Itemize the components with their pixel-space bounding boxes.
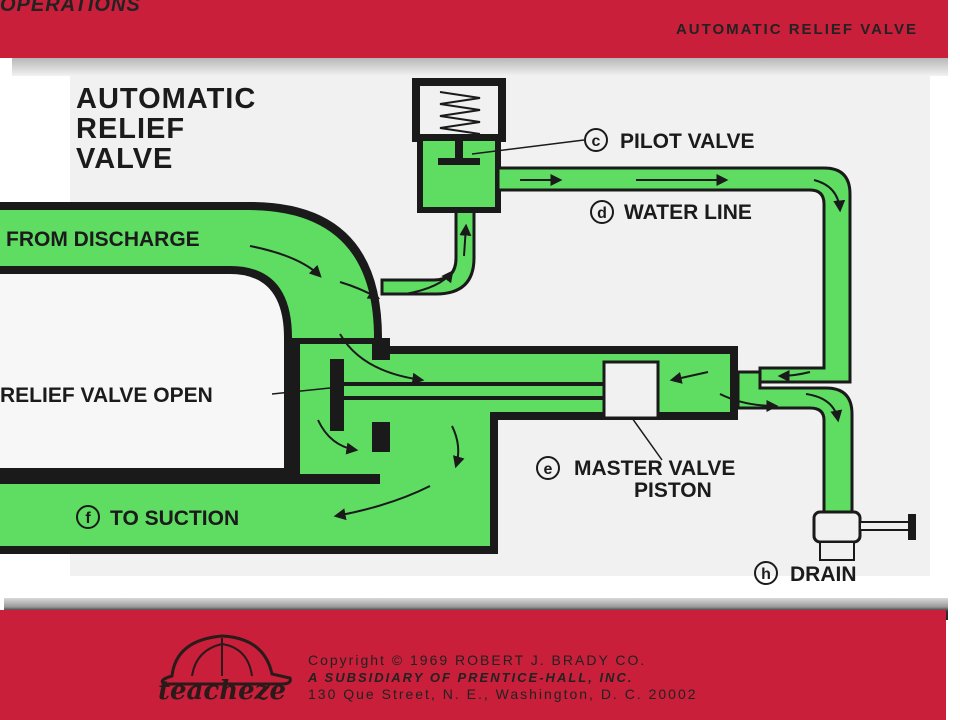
pilot-spring — [439, 91, 481, 135]
diagram-title-line-1: AUTOMATIC — [76, 83, 256, 115]
discharge-inner-cutout — [0, 274, 284, 468]
water-line-letter-circle — [590, 200, 614, 224]
pilot-valve-leader — [471, 139, 585, 155]
header-band: OPERATIONS AUTOMATIC RELIEF VALVE — [0, 0, 948, 58]
footer-copyright-block: Copyright © 1969 ROBERT J. BRADY CO. A S… — [308, 652, 698, 703]
valve-seat-lower — [372, 422, 390, 452]
footer-subsidiary: A SUBSIDIARY OF PRENTICE-HALL, INC. — [308, 670, 634, 685]
footer-band — [0, 610, 946, 720]
footer-copyright: Copyright © 1969 ROBERT J. BRADY CO. — [308, 652, 647, 668]
header-section: OPERATIONS — [0, 0, 141, 16]
drain-outlet — [819, 541, 855, 561]
master-piston-label-line-2: PISTON — [634, 479, 712, 502]
master-piston-label-line-1: MASTER VALVE — [574, 457, 735, 480]
footer-address: 130 Que Street, N. E., Washington, D. C.… — [308, 686, 698, 702]
pilot-valve-letter: c — [592, 133, 601, 150]
to-suction-letter: f — [85, 510, 91, 527]
drain-label: DRAIN — [790, 563, 857, 586]
drain-valve-handle-stem — [859, 521, 911, 531]
diagram-title-line-3: VALVE — [76, 143, 173, 175]
relief-valve-open-label: RELIEF VALVE OPEN — [0, 384, 213, 407]
relief-valve-disc — [330, 359, 344, 431]
master-piston-leader — [631, 417, 663, 461]
pilot-valve-label: PILOT VALVE — [620, 130, 755, 153]
suction-inner-wall — [0, 474, 380, 484]
pilot-valve-stem — [455, 138, 463, 164]
fire-helmet-logo — [160, 634, 292, 686]
logo-text: teacheze — [158, 676, 286, 706]
master-piston-letter-circle — [536, 456, 560, 480]
valve-seat-upper — [372, 338, 390, 360]
from-discharge-label: FROM DISCHARGE — [6, 228, 200, 251]
to-suction-label: TO SUCTION — [110, 507, 239, 530]
water-line-label: WATER LINE — [624, 201, 752, 224]
relief-valve-diagram: AUTOMATIC RELIEF VALVE c PILOT VALVE d W… — [0, 76, 930, 586]
drain-valve-handle — [908, 514, 916, 540]
flow-arrows — [249, 174, 846, 521]
water-line-pipe — [496, 166, 852, 384]
drain-letter: h — [761, 566, 771, 583]
diagram-title-line-2: RELIEF — [76, 113, 185, 145]
drain-letter-circle — [754, 561, 778, 585]
to-suction-letter-circle — [76, 505, 100, 529]
drain-valve-body — [812, 510, 862, 544]
water-line-letter: d — [597, 205, 607, 222]
pilot-valve-disc — [438, 158, 480, 165]
relief-valve-open-leader — [271, 387, 331, 395]
header-topic: AUTOMATIC RELIEF VALVE — [675, 21, 918, 38]
master-valve-piston — [602, 360, 660, 420]
master-piston-letter: e — [544, 461, 553, 478]
header-shadow — [12, 58, 948, 76]
pilot-valve-letter-circle — [584, 128, 608, 152]
valve-stem-fluid — [344, 386, 606, 396]
pilot-spring-housing — [412, 78, 506, 142]
